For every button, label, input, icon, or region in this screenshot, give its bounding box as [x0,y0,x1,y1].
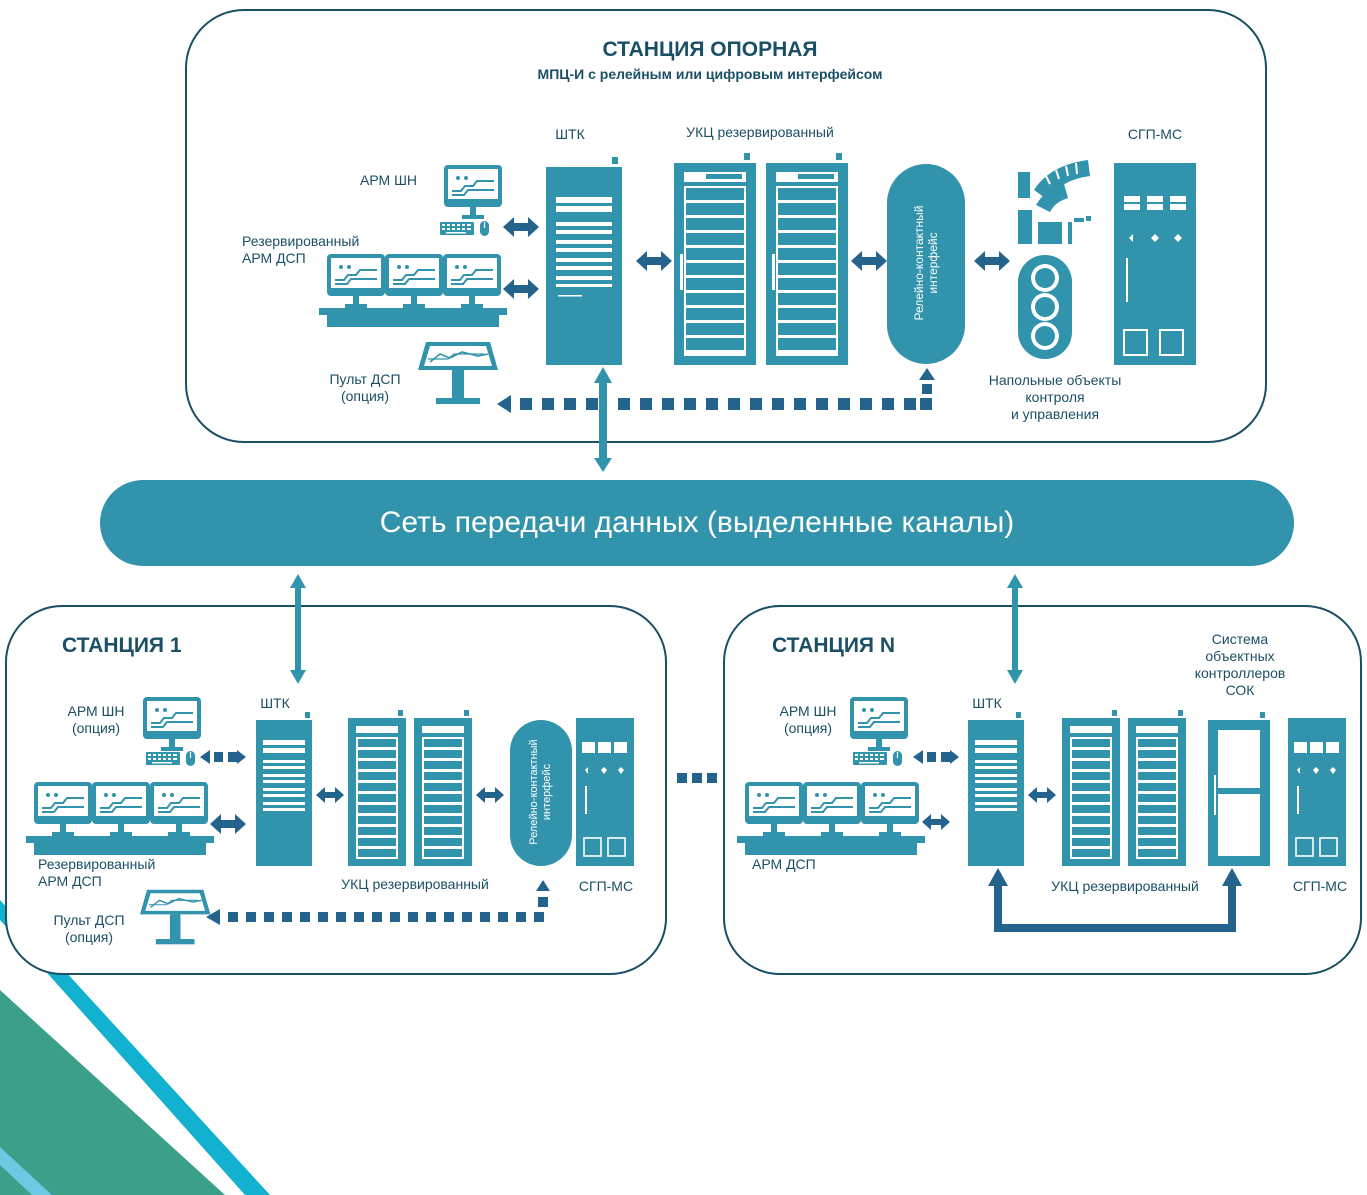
station-n-ukc-cabinet-1 [1062,710,1120,866]
stations-ellipsis [677,773,717,783]
ukc-label: УКЦ резервированный [686,124,834,140]
station-n-ukc-cabinet-2 [1128,710,1186,866]
traffic-light-icon [1018,255,1072,359]
relay-interface-pill [887,164,965,364]
station-n-sgp-ms-cabinet [1288,718,1346,866]
pult-label-line2: (опция) [340,388,390,404]
station-n-sgp-ms-label: СГП-МС [1292,878,1348,894]
sgp-ms-label: СГП-МС [1127,126,1183,142]
station-1-sgp-ms-label: СГП-МС [578,878,634,894]
network-connector-top [594,367,612,472]
station-1-ukc-cabinet-2 [414,710,472,866]
shtk-cabinet [546,157,622,365]
station-n-title: СТАНЦИЯ N [772,634,896,657]
station-1-relay-label-line1: Релейно-контактный [528,739,540,845]
station-n-sok-label-line4: СОК [1225,682,1255,698]
network-connector-station-n [1007,574,1023,684]
switch-point-icon [1018,160,1091,244]
network-label: Сеть передачи данных (выделенные каналы) [379,506,1015,539]
corner-stripe-teal [0,990,225,1195]
station-1-title: СТАНЦИЯ 1 [62,634,182,657]
station-1-ukc-label: УКЦ резервированный [341,876,489,892]
network-banner [100,480,1294,566]
arm-dsp-label-line1: Резервированный [242,233,360,249]
station-n-arm-dsp-workstation [737,782,925,855]
station-1-sgp-ms-cabinet [576,718,634,866]
station-1-relay-interface-label: Релейно-контактный интерфейс [528,712,554,872]
ukc-cabinet-2 [766,153,848,365]
network-connector-station-1 [290,574,306,684]
station-1-relay-label-line2: интерфейс [541,763,553,821]
arm-shn-label: АРМ ШН [360,172,418,188]
station-1-arm-shn-label-line2: (опция) [71,720,121,736]
station-n-sok-cabinet [1208,712,1270,866]
station-1-shtk-cabinet [256,712,312,866]
station-1-pult-label-line1: Пульт ДСП [53,912,125,928]
arm-dsp-label-line2: АРМ ДСП [242,250,306,266]
field-objects-label-line1: Напольные объекты [988,372,1122,388]
station-n-arm-dsp-label: АРМ ДСП [752,856,816,872]
station-1-relay-interface-pill [510,720,572,866]
field-objects-label-line3: и управления [1010,406,1100,422]
station-1-pult-label-line2: (опция) [64,929,114,945]
dashed-feedback-line [497,368,935,413]
station-n-arm-shn-workstation [849,696,909,767]
arm-dsp-workstation [319,254,507,327]
station-n-arm-shn-label-line1: АРМ ШН [779,703,837,719]
sgp-ms-cabinet [1114,163,1196,365]
station-n-sok-label-line1: Система [1211,631,1269,647]
station-1-ukc-cabinet-1 [348,710,406,866]
corner-stripe-light [0,1147,52,1195]
pult-label-line1: Пульт ДСП [329,371,401,387]
station-1-arm-shn-label-line1: АРМ ШН [67,703,125,719]
station-n-sok-label-line2: объектных [1205,648,1275,664]
station-n-shtk-label: ШТК [972,695,1002,711]
station-1-dashed-feedback-line [206,880,550,925]
station-1-shtk-label: ШТК [260,695,290,711]
shtk-label: ШТК [555,126,585,142]
relay-interface-label: Релейно-контактный интерфейс [912,163,940,363]
station-1-dotted-arrow [200,750,246,764]
station-1-arm-dsp-label-line1: Резервированный [38,856,156,872]
relay-interface-label-line1: Релейно-контактный [912,205,926,321]
ukc-cabinet-1 [674,153,756,365]
relay-interface-label-line2: интерфейс [926,232,940,294]
station-n-dotted-arrow [913,750,959,764]
station-n-ukc-label: УКЦ резервированный [1051,878,1199,894]
field-objects-label-line2: контроля [1025,389,1085,405]
station-1-arm-dsp-workstation [26,782,214,855]
station-n-shtk-cabinet [968,712,1024,866]
station-1-arm-dsp-label-line2: АРМ ДСП [38,873,102,889]
reference-station-title: СТАНЦИЯ ОПОРНАЯ [602,38,818,61]
station-1-arm-shn-workstation [142,696,202,767]
station-n-arm-shn-label-line2: (опция) [783,720,833,736]
station-n-sok-label-line3: контроллеров [1194,665,1286,681]
reference-station-subtitle: МПЦ-И с релейным или цифровым интерфейсо… [537,66,883,82]
station-n-bracket-connector [988,868,1242,932]
